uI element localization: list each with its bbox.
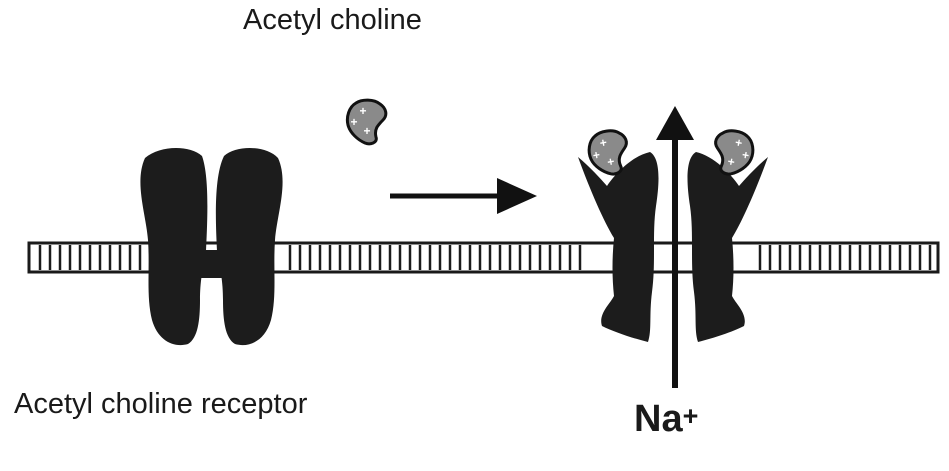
open-receptor [578, 152, 768, 342]
right-arrow-icon [390, 178, 537, 214]
free-acetylcholine [345, 98, 388, 146]
acetylcholine-label: Acetyl choline [243, 4, 422, 36]
sodium-ion-label: Na+ [634, 398, 698, 441]
ion-symbol: Na [634, 398, 683, 440]
open-receptor-right-subunit [687, 152, 768, 342]
acetylcholine-molecule-icon [345, 98, 388, 146]
ion-charge: + [682, 401, 699, 431]
receptor-label: Acetyl choline receptor [14, 388, 308, 420]
open-receptor-left-subunit [578, 152, 659, 342]
closed-receptor-right-subunit [215, 147, 283, 346]
closed-receptor [140, 147, 283, 346]
up-arrow-icon [656, 106, 694, 388]
membrane-lipids [38, 245, 932, 270]
closed-channel-bridge [200, 250, 223, 278]
closed-receptor-left-subunit [140, 147, 208, 346]
